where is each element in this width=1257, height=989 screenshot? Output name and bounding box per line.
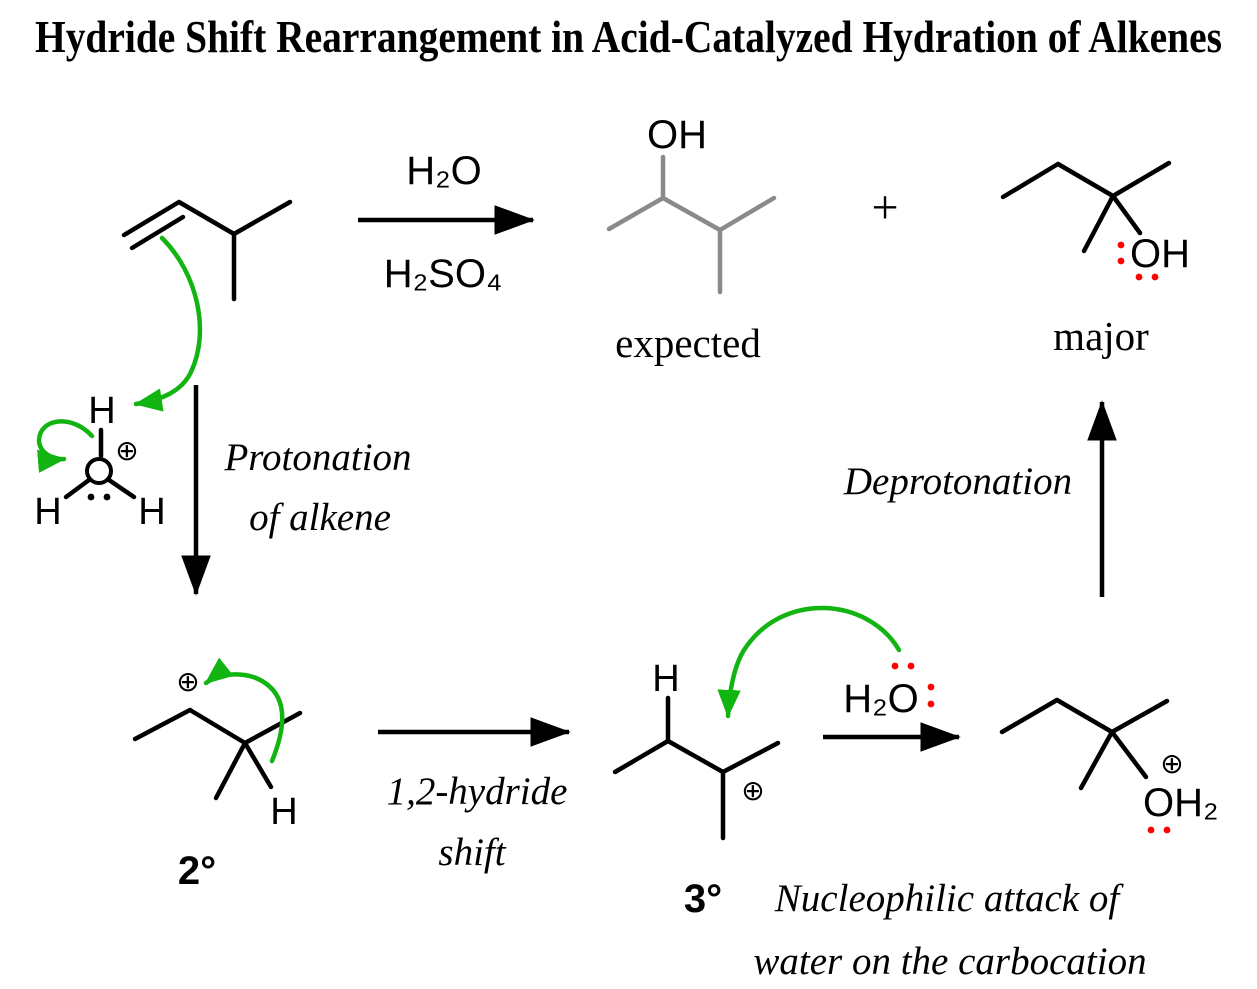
major-lone-pair-dot	[1117, 257, 1125, 265]
curved-arrow-alkene-to-proton	[133, 235, 203, 412]
tertiary-bond-methyl-left	[612, 738, 671, 775]
hydronium-bond-oh-left	[63, 477, 92, 500]
tertiary-carbocation: H ⊕ 3°	[612, 658, 781, 921]
major-product: OH major	[1000, 160, 1190, 359]
expected-label: expected	[615, 320, 761, 366]
hydride-shift-step: 1,2-hydride shift	[378, 717, 571, 874]
curved-arrow-water-attack	[717, 605, 902, 719]
hydronium-ion: H ⊕ H H	[34, 390, 165, 533]
reagent-below-arrow: H₂SO₄	[384, 252, 503, 296]
curved-arrow-hydride-shift	[203, 657, 285, 764]
expected-product: OH expected	[606, 113, 777, 366]
protonation-step: Protonation of alkene	[181, 385, 412, 596]
expected-bond-methyl-left	[606, 195, 666, 232]
hydronium-charge: ⊕	[115, 434, 138, 467]
alkene-double-bond-outer	[121, 199, 182, 238]
major-bond-ethyl	[1055, 161, 1116, 199]
plus-sign: +	[871, 181, 898, 234]
tertiary-h-label: H	[652, 658, 679, 700]
water-lone-pair-dot	[927, 683, 935, 691]
major-bond-methyl-downleft	[1081, 193, 1116, 254]
water-lone-pair-dot	[927, 700, 935, 708]
water-lone-pair-dot	[891, 662, 899, 670]
curved-arrow-oh-bond-to-oxygen	[36, 419, 95, 473]
protonation-label-line1: Protonation	[223, 436, 411, 479]
alkene-bond-c2-c3	[176, 199, 237, 237]
secondary-h-label: H	[270, 791, 297, 833]
major-bond-to-oh	[1110, 193, 1143, 236]
secondary-bond-methyl-downleft	[213, 740, 248, 801]
water-nucleophile: H₂O	[843, 662, 935, 721]
secondary-bond-methyl-upright	[242, 710, 303, 746]
hydronium-bond-oh-right	[106, 477, 137, 500]
attack-caption-line1: Nucleophilic attack of	[774, 877, 1125, 920]
tertiary-bond-methyl-upright	[720, 740, 781, 775]
secondary-bond-c1-c2	[187, 707, 248, 746]
protonation-label-line2: of alkene	[249, 496, 391, 539]
hydronium-lone-pair-dot	[87, 493, 95, 501]
expected-oh-label: OH	[647, 113, 707, 157]
tertiary-bond-c2-c3	[665, 738, 726, 775]
major-lone-pair-dot	[1135, 273, 1143, 281]
secondary-charge: ⊕	[176, 665, 199, 698]
tertiary-charge: ⊕	[741, 774, 764, 807]
secondary-bond-to-h	[242, 740, 274, 790]
major-bond-methyl-upright	[1110, 160, 1172, 199]
oxonium-lone-pair-dot	[1163, 826, 1171, 834]
alkene-double-bond-inner	[129, 214, 186, 251]
oxonium-bond-methyl-upright	[1109, 698, 1170, 735]
alkene-substrate	[121, 199, 293, 302]
oxonium-bond-methyl-downleft	[1078, 729, 1115, 791]
expected-bond-methyl-upright	[717, 195, 777, 233]
top-reaction: H₂O H₂SO₄	[358, 149, 535, 296]
hydronium-h-top: H	[88, 390, 115, 432]
oxonium-charge: ⊕	[1160, 747, 1183, 780]
water-formula: H₂O	[843, 677, 919, 721]
major-bond-ethyl-end	[1000, 161, 1061, 200]
major-oh-label: OH	[1130, 232, 1190, 276]
protonated-alcohol: ⊕ OH₂	[999, 697, 1219, 834]
reagent-above-arrow: H₂O	[406, 149, 482, 193]
expected-bond-c2-c3	[660, 195, 723, 233]
secondary-cation-label: 2°	[178, 849, 216, 893]
oxonium-bond-ethyl	[1054, 697, 1115, 735]
alkene-bond-c3-methyl-up	[231, 199, 293, 237]
nucleophilic-attack-caption: Nucleophilic attack of water on the carb…	[753, 877, 1146, 983]
secondary-carbocation: ⊕ H 2°	[132, 657, 303, 893]
hydronium-h-right: H	[138, 491, 165, 533]
attack-caption-line2: water on the carbocation	[753, 940, 1146, 983]
deprotonation-step: Deprotonation	[843, 400, 1117, 597]
oxonium-bond-ethyl-end	[999, 697, 1060, 735]
oxonium-oh2-label: OH₂	[1143, 781, 1219, 825]
water-lone-pair-dot	[907, 662, 915, 670]
page-title: Hydride Shift Rearrangement in Acid-Cata…	[35, 11, 1222, 62]
oxonium-lone-pair-dot	[1147, 826, 1155, 834]
hydride-label-line2: shift	[438, 831, 506, 874]
deprotonation-label: Deprotonation	[843, 460, 1072, 503]
hydronium-lone-pair-dot	[103, 493, 111, 501]
oxonium-bond-to-o	[1109, 729, 1149, 780]
secondary-bond-methyl-left	[132, 707, 193, 742]
major-lone-pair-dot	[1151, 273, 1159, 281]
tertiary-cation-label: 3°	[684, 877, 722, 921]
major-lone-pair-dot	[1117, 241, 1125, 249]
hydronium-oxygen	[85, 457, 113, 485]
hydride-label-line1: 1,2-hydride	[387, 770, 568, 813]
major-label: major	[1053, 313, 1149, 359]
hydronium-h-left: H	[34, 491, 61, 533]
